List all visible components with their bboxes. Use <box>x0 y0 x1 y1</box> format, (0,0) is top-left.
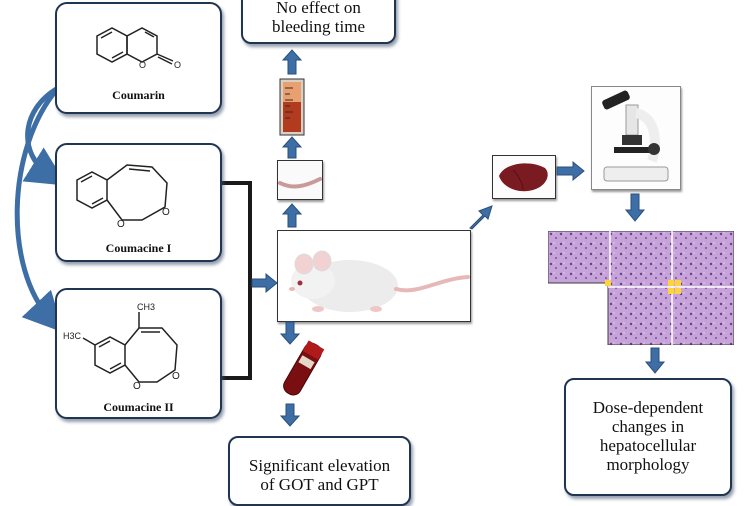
microscope-image <box>591 86 681 190</box>
tail-image <box>277 160 323 200</box>
liver-image <box>492 155 556 199</box>
histology-marker-1 <box>605 280 611 286</box>
arrow-up-to-tail <box>281 203 303 228</box>
coumacine1-label: Coumacine I <box>105 241 172 255</box>
arrow-down-to-enzymes <box>279 403 301 427</box>
coumarin-label: Coumarin <box>112 88 165 102</box>
bleeding-tube-image <box>277 78 307 136</box>
coumacine2-structure-icon: CH3 H3C O O <box>63 302 180 392</box>
svg-text:O: O <box>117 219 125 230</box>
enzymes-box: Significant elevation of GOT and GPT <box>228 436 411 506</box>
coumarin-box: O O Coumarin <box>55 2 222 114</box>
arrow-diag-to-liver <box>469 205 493 230</box>
methyl-left-label: H3C <box>63 331 82 341</box>
curve-arrow-coumarin-to-c1 <box>22 85 67 186</box>
liver-line-3: hepatocellular <box>599 436 697 455</box>
arrow-down-to-liver-box <box>644 347 666 374</box>
arrow-down-to-blood <box>279 321 301 345</box>
arrow-up-to-bleeding <box>281 49 303 75</box>
enzymes-line-1: Significant elevation <box>248 456 391 475</box>
svg-text:O: O <box>139 60 146 70</box>
coumacine2-box: CH3 H3C O O Coumacine II <box>55 288 222 419</box>
coumarin-structure-icon: O O <box>96 27 181 70</box>
arrow-right-to-mouse <box>251 272 278 294</box>
arrow-up-to-tube <box>281 136 303 159</box>
svg-text:O: O <box>174 60 181 70</box>
liver-line-4: morphology <box>606 455 690 474</box>
connector-c2 <box>222 283 252 380</box>
bleeding-time-box: No effect on bleeding time <box>241 0 396 44</box>
histology-panel <box>548 231 734 345</box>
bleeding-line-2: bleeding time <box>271 17 365 36</box>
connector-c1 <box>222 181 252 283</box>
coumacine1-box: O O Coumacine I <box>55 143 222 262</box>
svg-text:O: O <box>172 371 180 382</box>
methyl-top-label: CH3 <box>137 302 155 312</box>
mouse-image <box>277 230 471 322</box>
curve-arrow-coumarin-to-c2 <box>14 86 64 333</box>
coumacine1-structure-icon: O O <box>76 164 170 230</box>
svg-text:O: O <box>162 207 170 218</box>
histology-marker-4 <box>668 288 674 294</box>
arrow-right-to-microscope <box>556 160 585 182</box>
bleeding-line-1: No effect on <box>276 0 361 17</box>
enzymes-line-2: of GOT and GPT <box>260 475 379 494</box>
arrow-down-to-histology <box>624 193 646 222</box>
liver-line-2: changes in <box>611 417 685 436</box>
coumacine2-label: Coumacine II <box>103 400 174 414</box>
histology-marker-3 <box>675 280 681 286</box>
liver-line-1: Dose-dependent <box>592 398 704 417</box>
svg-text:O: O <box>133 381 141 392</box>
histology-marker-2 <box>668 280 674 286</box>
blood-tube-image <box>271 339 333 401</box>
histology-marker-5 <box>675 288 681 294</box>
hepatocellular-box: Dose-dependent changes in hepatocellular… <box>564 378 732 496</box>
